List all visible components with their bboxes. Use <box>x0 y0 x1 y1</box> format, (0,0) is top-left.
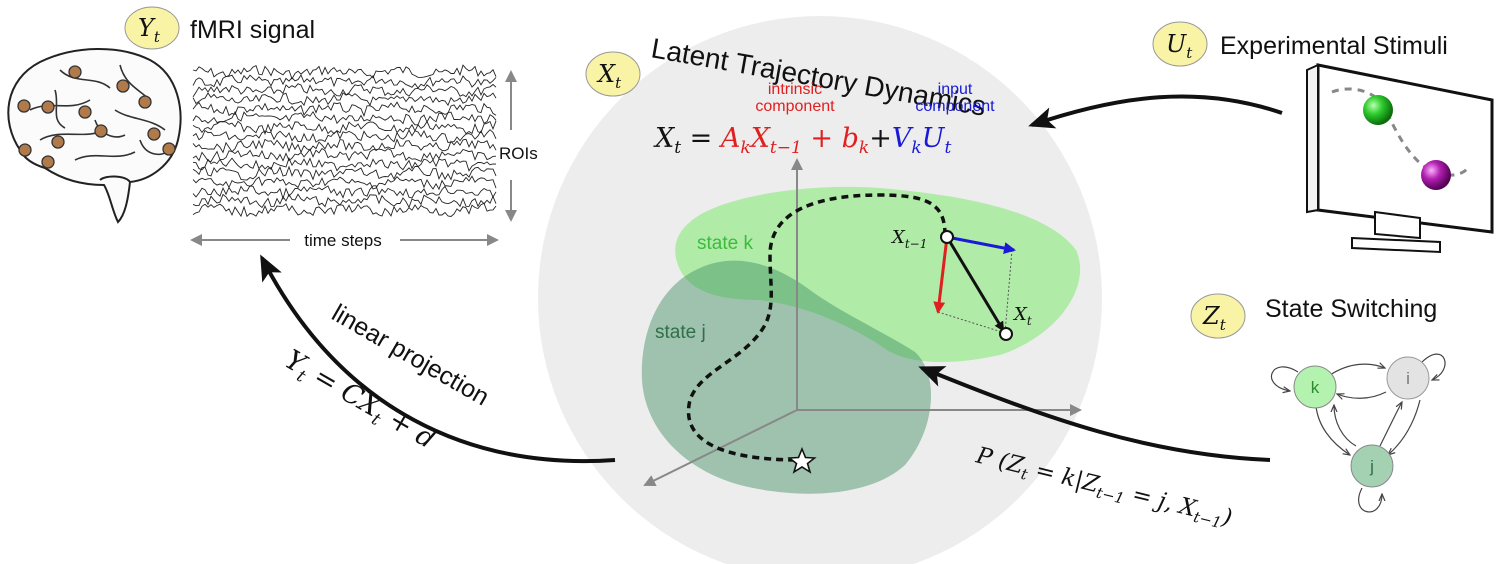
point-x-curr-label: Xt <box>1012 304 1032 328</box>
transition-vector-arrow <box>945 236 1005 332</box>
switching-badge-text: Zt <box>1202 302 1227 334</box>
state-k-region <box>675 186 1081 363</box>
stimuli-title: Experimental Stimuli <box>1220 32 1448 60</box>
state-j-region <box>641 260 932 494</box>
self-loop-i <box>1421 353 1446 380</box>
edge-k-to-j <box>1315 405 1350 455</box>
input-vector-arrow <box>946 235 1016 254</box>
self-loop-k <box>1270 366 1299 391</box>
monitor-icon <box>1306 63 1494 254</box>
intrinsic-vector-arrow <box>933 236 949 314</box>
fmri-trace <box>192 74 497 89</box>
edge-k-to-i <box>1329 364 1385 376</box>
fmri-trace <box>192 120 497 136</box>
latent-badge-text: Xt <box>596 60 622 92</box>
fmri-trace <box>192 138 497 154</box>
edge-j-to-k <box>1334 405 1357 447</box>
edge-i-to-k <box>1337 391 1387 398</box>
intrinsic-label-line1: intrinsic <box>768 81 822 98</box>
point-x-curr <box>999 327 1013 341</box>
point-x-prev <box>940 230 954 244</box>
fmri-trace <box>192 165 497 181</box>
fmri-signal-traces <box>192 64 497 218</box>
node-k <box>1293 365 1337 409</box>
stimuli-badge <box>1152 21 1208 67</box>
intrinsic-label-line2: component <box>755 98 835 115</box>
input-label-line2: component <box>915 98 995 115</box>
node-j-label: j <box>1369 457 1374 476</box>
parallelogram-guide-1 <box>1004 249 1013 334</box>
observation-badge <box>124 6 180 50</box>
state-k-label: state k <box>697 233 753 254</box>
point-x-prev-label: Xt−1 <box>890 227 927 251</box>
stimuli-badge-text: Ut <box>1166 30 1193 62</box>
time-steps-label: time steps <box>304 231 381 250</box>
input-label-line1: input <box>938 81 973 98</box>
node-j <box>1350 444 1394 488</box>
dynamics-equation: Xt = AkXt−1 + bk+VkUt <box>653 123 951 158</box>
switching-arrow <box>918 366 1271 462</box>
observation-title: fMRI signal <box>190 16 315 44</box>
self-loop-j <box>1358 487 1382 513</box>
node-i <box>1386 356 1430 400</box>
projection-arrow <box>260 254 616 463</box>
fmri-trace <box>192 101 497 118</box>
state-j-label: state j <box>655 322 706 343</box>
state-graph: k i j <box>1270 353 1446 513</box>
fmri-trace <box>192 185 497 201</box>
node-k-label: k <box>1311 378 1320 397</box>
fmri-trace <box>192 92 497 107</box>
fmri-trace <box>192 83 497 98</box>
fmri-trace <box>192 202 497 218</box>
node-i-label: i <box>1406 369 1410 388</box>
switching-badge <box>1190 293 1246 339</box>
edge-j-to-i <box>1379 402 1402 447</box>
switching-title: State Switching <box>1265 295 1437 323</box>
rois-label: ROIs <box>499 144 538 163</box>
axis-depth <box>643 409 798 486</box>
fmri-trace <box>192 175 497 191</box>
fmri-trace <box>192 110 497 126</box>
stimuli-arrow <box>1028 94 1283 129</box>
fmri-trace <box>192 64 497 80</box>
fmri-trace <box>192 129 497 143</box>
latent-trajectory <box>686 193 947 462</box>
brain-icon <box>7 48 182 224</box>
fmri-trace <box>192 147 497 163</box>
observation-badge-text: Yt <box>138 14 161 46</box>
edge-i-to-j <box>1388 399 1421 455</box>
start-star-icon <box>787 446 817 474</box>
latent-badge <box>585 51 641 97</box>
fmri-trace <box>192 193 497 209</box>
fmri-trace <box>192 157 497 172</box>
